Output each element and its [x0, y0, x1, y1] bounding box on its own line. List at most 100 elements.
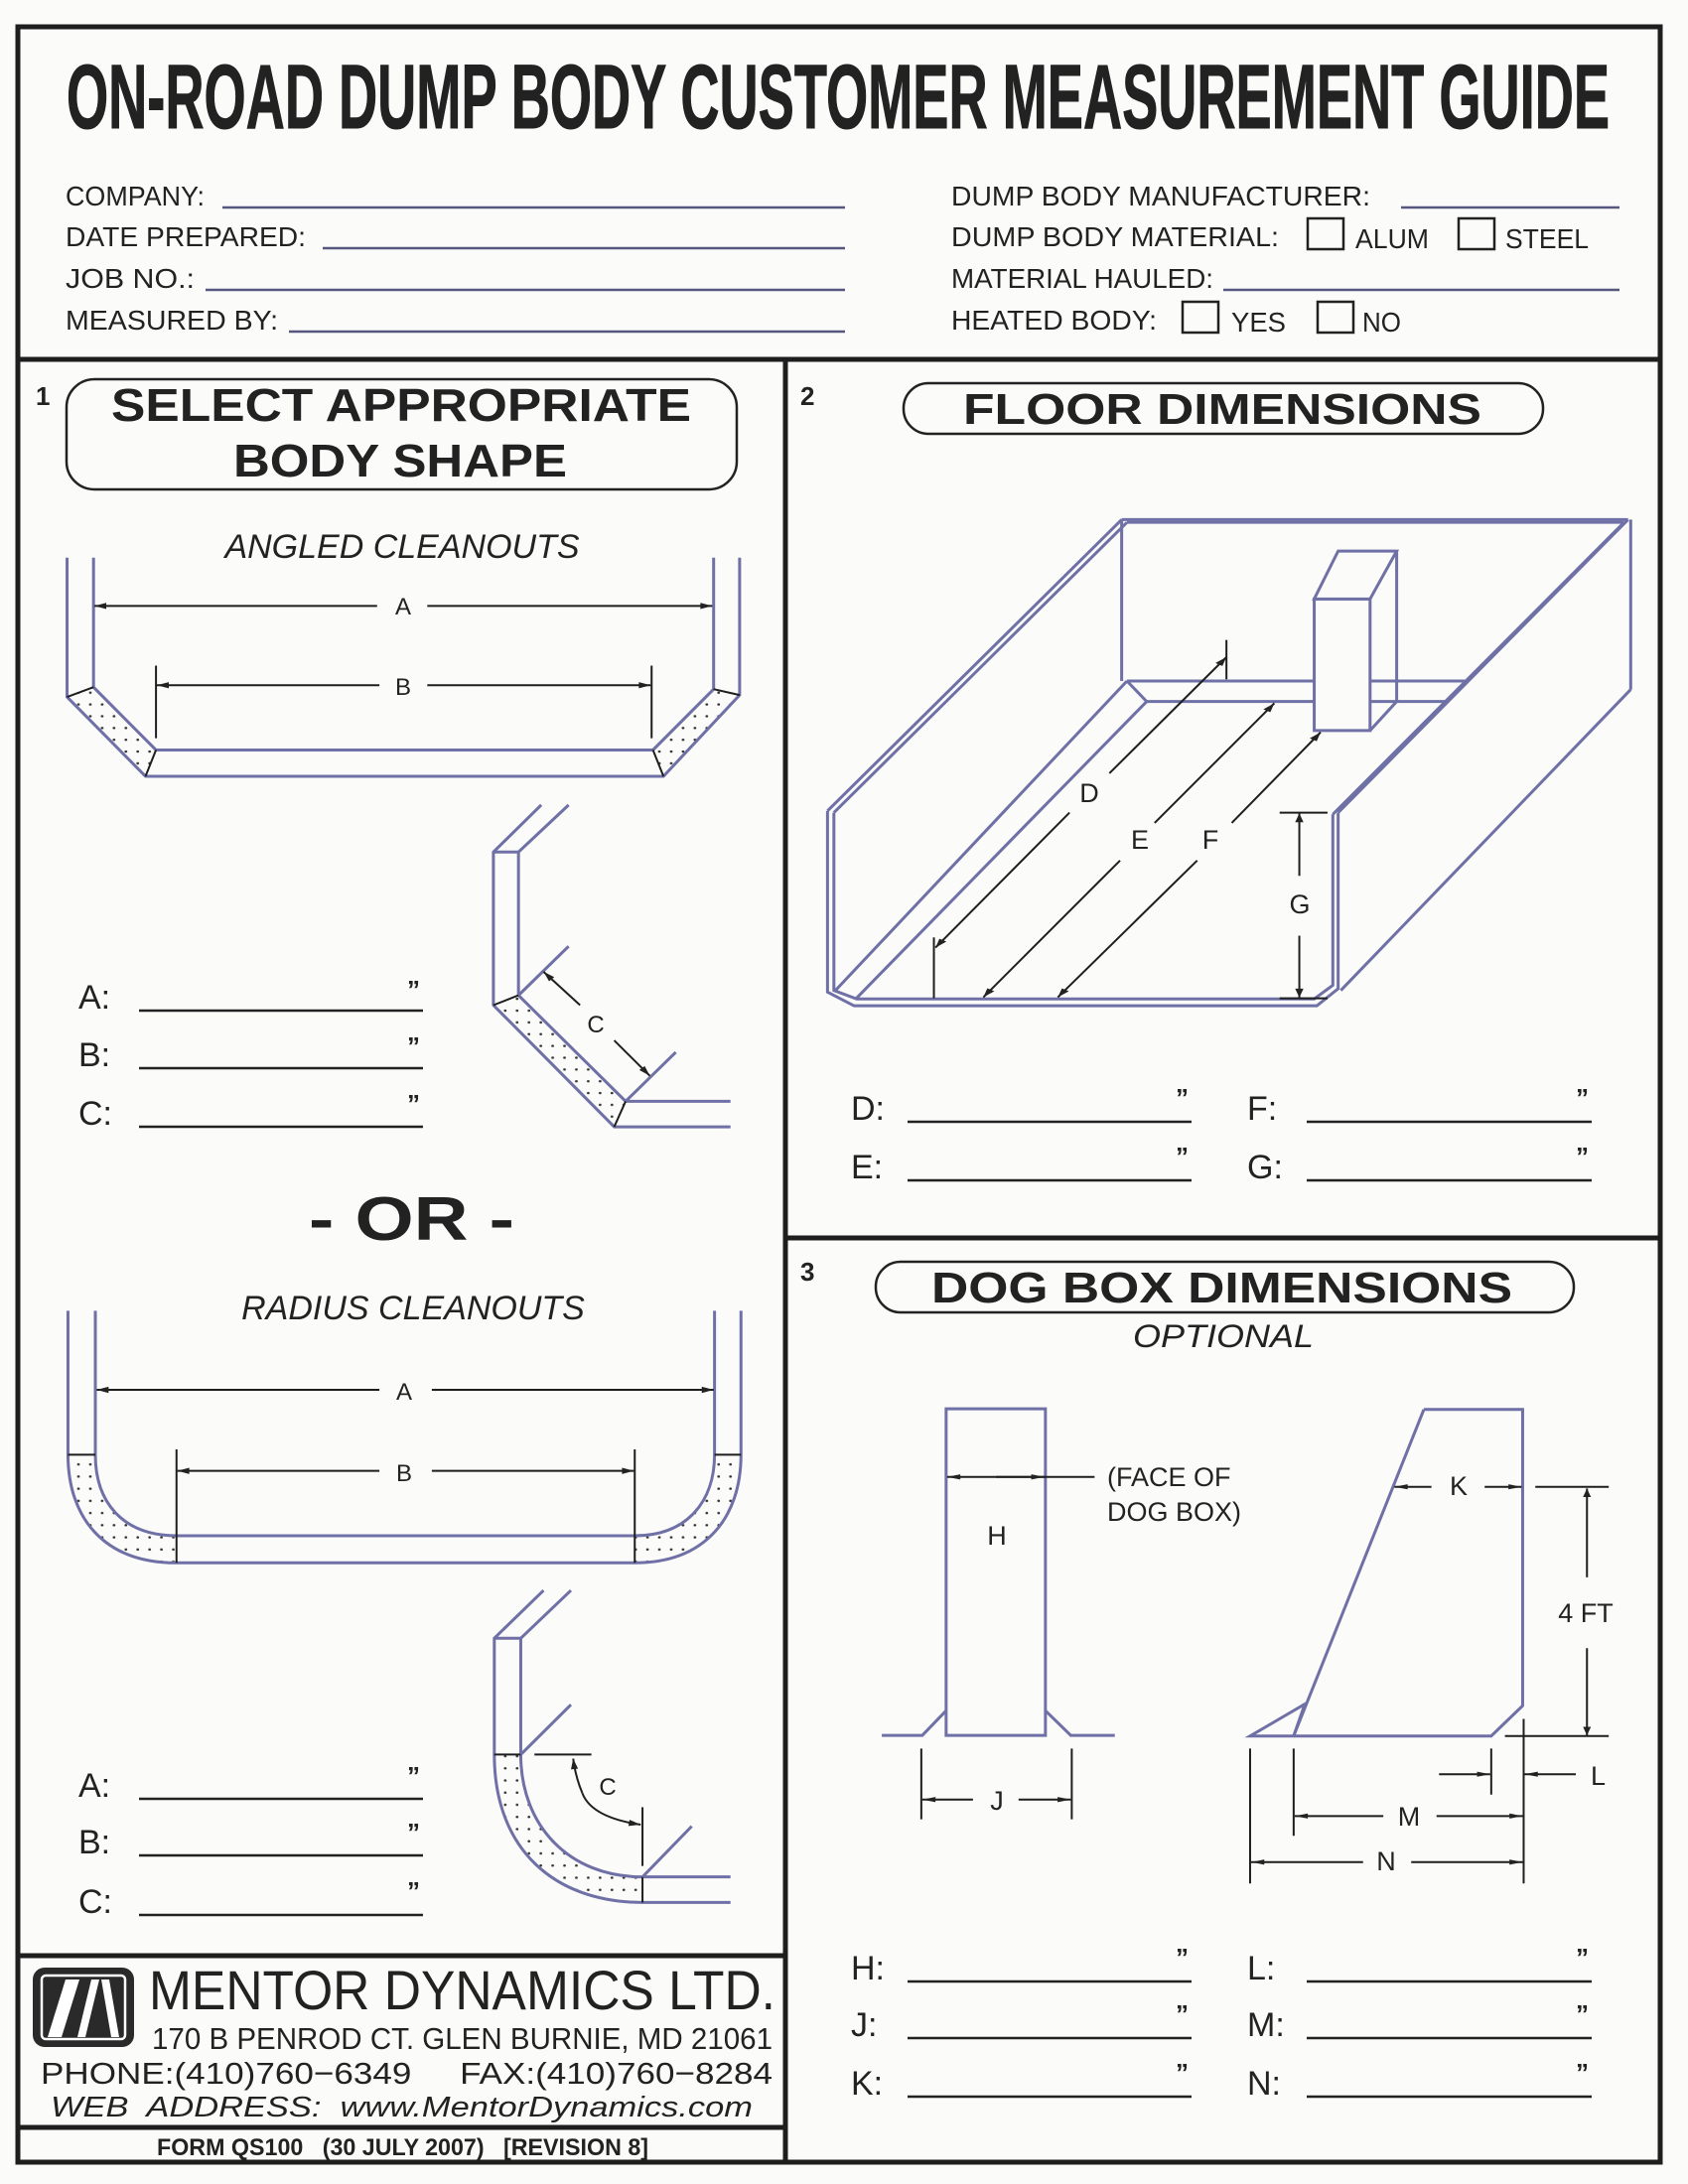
company-web-address[interactable]: WEB ADDRESS: www.MentorDynamics.com [51, 2092, 753, 2123]
angled-cleanouts-title: ANGLED CLEANOUTS [222, 528, 579, 566]
field-label: B: [78, 1036, 110, 1074]
dim-label-m: M [1398, 1802, 1421, 1832]
dogbox-field-j[interactable]: J: ” [851, 1999, 1192, 2044]
face-of-dog-box-note-2: DOG BOX) [1107, 1497, 1241, 1527]
face-of-dog-box-note: (FACE OF [1107, 1462, 1231, 1492]
heated-yes-checkbox[interactable] [1183, 302, 1218, 333]
heated-body-label: HEATED BODY: [951, 305, 1157, 336]
inch-mark: ” [407, 1876, 420, 1906]
radius-field-c[interactable]: C: ” [78, 1876, 423, 1921]
dim-label-c: C [599, 1774, 616, 1801]
dim-label-k: K [1450, 1471, 1468, 1501]
inch-mark: ” [1176, 1999, 1189, 2029]
floor-field-g[interactable]: G: ” [1247, 1142, 1592, 1186]
date-prepared-field[interactable]: DATE PREPARED: [66, 221, 845, 252]
page-title: ON-ROAD DUMP BODY CUSTOMER MEASUREMENT G… [67, 47, 1610, 148]
dogbox-field-k[interactable]: K: ” [851, 2058, 1192, 2103]
dim-label-l: L [1591, 1761, 1606, 1791]
alum-checkbox[interactable] [1308, 218, 1343, 249]
inch-mark: ” [1576, 1083, 1589, 1113]
radius-field-a[interactable]: A: ” [78, 1761, 423, 1805]
material-hauled-label: MATERIAL HAULED: [951, 263, 1213, 294]
field-label: E: [851, 1149, 883, 1186]
field-label: M: [1247, 2006, 1285, 2044]
dogbox-field-m[interactable]: M: ” [1247, 1999, 1592, 2044]
company-name: MENTOR DYNAMICS LTD. [149, 1959, 775, 2021]
material-hauled-field[interactable]: MATERIAL HAULED: [951, 263, 1619, 294]
floor-field-d[interactable]: D: ” [851, 1083, 1192, 1128]
field-label: L: [1247, 1950, 1275, 1987]
job-no-field[interactable]: JOB NO.: [66, 263, 845, 294]
angled-field-c[interactable]: C: ” [78, 1089, 423, 1133]
section-title-box [67, 379, 737, 489]
inch-mark: ” [1176, 2058, 1189, 2088]
field-label: F: [1247, 1090, 1277, 1128]
section-number: 3 [800, 1257, 814, 1287]
dog-box-diagram [882, 1409, 1609, 1883]
field-label: N: [1247, 2065, 1281, 2103]
dogbox-field-n[interactable]: N: ” [1247, 2058, 1592, 2103]
dim-label-f: F [1202, 825, 1219, 855]
steel-label: STEEL [1505, 223, 1589, 254]
or-separator: - OR - [309, 1185, 514, 1254]
section-title-box [904, 383, 1543, 434]
angled-field-a[interactable]: A: ” [78, 975, 423, 1017]
dim-label-e: E [1131, 825, 1149, 855]
dim-label-b: B [395, 674, 411, 701]
field-label: G: [1247, 1149, 1283, 1186]
inch-mark: ” [407, 1818, 420, 1847]
heated-no-label: NO [1362, 307, 1401, 338]
section-title-line1: SELECT APPROPRIATE [111, 379, 691, 431]
measured-by-label: MEASURED BY: [66, 305, 278, 336]
radius-field-b[interactable]: B: ” [78, 1818, 423, 1861]
dim-label-j: J [990, 1786, 1004, 1816]
angled-field-b[interactable]: B: ” [78, 1031, 423, 1074]
steel-checkbox[interactable] [1459, 218, 1494, 249]
radius-cleanouts-title: RADIUS CLEANOUTS [241, 1290, 585, 1327]
form-revision: FORM QS100 (30 JULY 2007) [REVISION 8] [157, 2134, 648, 2161]
material-field: DUMP BODY MATERIAL: ALUM STEEL [951, 218, 1589, 254]
dim-label-c: C [587, 1012, 604, 1038]
section-1-body-shape: 1 SELECT APPROPRIATE BODY SHAPE ANGLED C… [36, 379, 741, 1921]
inch-mark: ” [1576, 1142, 1589, 1171]
section-number: 2 [800, 381, 814, 411]
manufacturer-field[interactable]: DUMP BODY MANUFACTURER: [951, 181, 1619, 211]
field-label: A: [78, 979, 110, 1017]
dim-label-d: D [1079, 778, 1099, 808]
mentor-logo-icon [33, 1968, 134, 2047]
manufacturer-label: DUMP BODY MANUFACTURER: [951, 181, 1370, 211]
inch-mark: ” [1576, 2058, 1589, 2088]
inch-mark: ” [407, 1089, 420, 1119]
field-label: B: [78, 1824, 110, 1861]
angled-cleanouts-diagram [68, 558, 740, 1127]
company-field[interactable]: COMPANY: [66, 181, 845, 211]
floor-field-f[interactable]: F: ” [1247, 1083, 1592, 1128]
material-label: DUMP BODY MATERIAL: [951, 221, 1279, 252]
company-label: COMPANY: [66, 181, 205, 211]
field-label: A: [78, 1767, 110, 1805]
dogbox-field-h[interactable]: H: ” [851, 1943, 1192, 1987]
dim-label-b: B [396, 1460, 412, 1487]
section-3-dog-box: 3 DOG BOX DIMENSIONS OPTIONAL [800, 1257, 1614, 2103]
section-number: 1 [36, 381, 50, 411]
floor-field-e[interactable]: E: ” [851, 1142, 1192, 1186]
dogbox-field-l[interactable]: L: ” [1247, 1943, 1592, 1987]
inch-mark: ” [407, 975, 420, 1005]
section-title-box [876, 1262, 1574, 1312]
heated-no-checkbox[interactable] [1318, 302, 1353, 333]
dim-label-a: A [395, 594, 411, 620]
dim-label-g: G [1289, 889, 1310, 919]
field-label: D: [851, 1090, 885, 1128]
inch-mark: ” [1176, 1943, 1189, 1973]
field-label: K: [851, 2065, 883, 2103]
inch-mark: ” [1576, 1999, 1589, 2029]
alum-label: ALUM [1355, 223, 1429, 254]
inch-mark: ” [407, 1031, 420, 1061]
section-title-line2: BODY SHAPE [233, 435, 567, 486]
field-label: C: [78, 1095, 112, 1133]
company-footer: MENTOR DYNAMICS LTD. 170 B PENROD CT. GL… [33, 1959, 775, 2161]
header-form: COMPANY: DATE PREPARED: JOB NO.: MEASURE… [66, 181, 1619, 338]
dim-label-h: H [987, 1521, 1007, 1551]
measured-by-field[interactable]: MEASURED BY: [66, 305, 845, 336]
